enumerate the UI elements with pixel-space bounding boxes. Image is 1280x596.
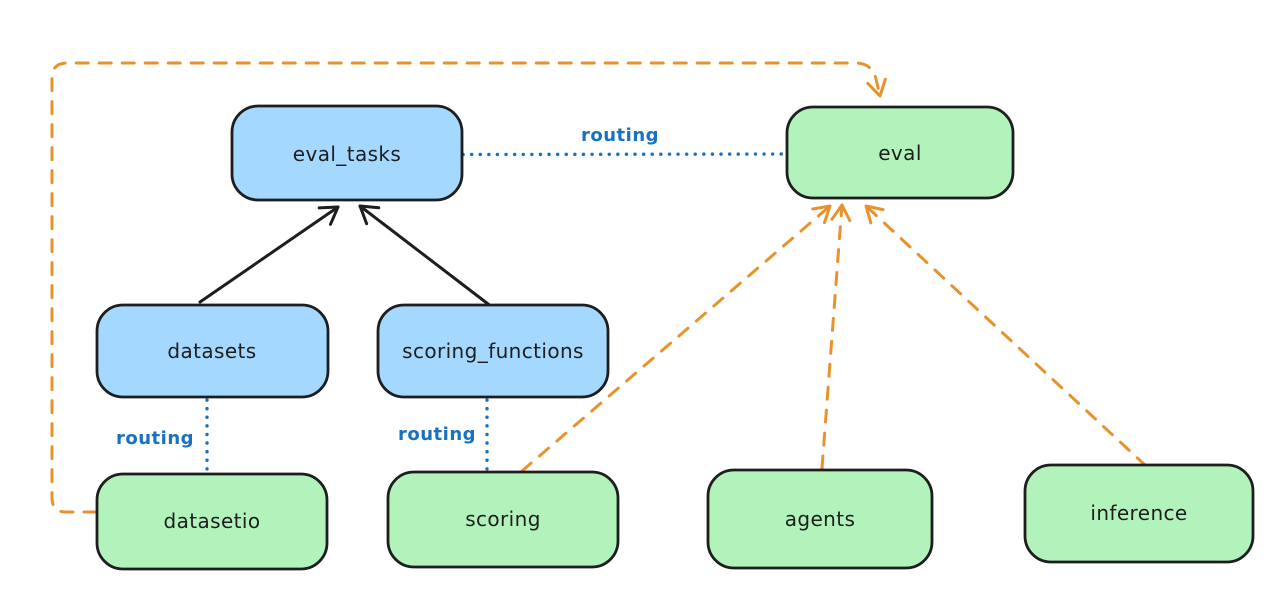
node-inference: inference bbox=[1023, 463, 1255, 564]
node-datasetio-box bbox=[95, 472, 329, 571]
edge-datasets-to-eval-tasks bbox=[198, 205, 340, 304]
routing-label-top: routing bbox=[581, 125, 659, 146]
node-scoring-box bbox=[386, 470, 620, 569]
node-eval-tasks-label: eval_tasks bbox=[293, 142, 401, 166]
node-eval-tasks: eval_tasks bbox=[230, 104, 464, 202]
node-scoring-functions-box bbox=[376, 303, 610, 399]
node-scoring: scoring bbox=[386, 470, 620, 569]
node-agents: agents bbox=[706, 468, 934, 570]
edge-inference-to-eval bbox=[864, 204, 1148, 468]
node-agents-box bbox=[706, 468, 934, 570]
edge-datasetio-to-eval bbox=[50, 61, 887, 514]
node-datasets-box bbox=[95, 303, 330, 399]
node-eval: eval bbox=[785, 105, 1015, 200]
node-eval-tasks-box bbox=[230, 104, 464, 202]
routing-label-scoring: routing bbox=[398, 424, 476, 445]
node-scoring-functions-label: scoring_functions bbox=[402, 339, 584, 363]
routing-label-datasets: routing bbox=[116, 428, 194, 449]
node-scoring-functions: scoring_functions bbox=[376, 303, 610, 399]
node-inference-label: inference bbox=[1090, 501, 1187, 525]
edge-scoring-functions-to-eval-tasks bbox=[358, 204, 494, 309]
edge-routing-eval-tasks-eval bbox=[461, 152, 788, 157]
node-datasets-label: datasets bbox=[167, 339, 256, 363]
node-datasetio: datasetio bbox=[95, 472, 329, 571]
node-datasets: datasets bbox=[95, 303, 330, 399]
node-scoring-label: scoring bbox=[465, 507, 541, 531]
node-agents-label: agents bbox=[785, 507, 856, 531]
node-inference-box bbox=[1023, 463, 1255, 564]
edge-agents-to-eval bbox=[820, 203, 852, 470]
node-eval-label: eval bbox=[878, 141, 922, 165]
node-datasetio-label: datasetio bbox=[163, 509, 260, 533]
edge-scoring-to-eval bbox=[520, 204, 832, 473]
node-eval-box bbox=[785, 105, 1015, 200]
